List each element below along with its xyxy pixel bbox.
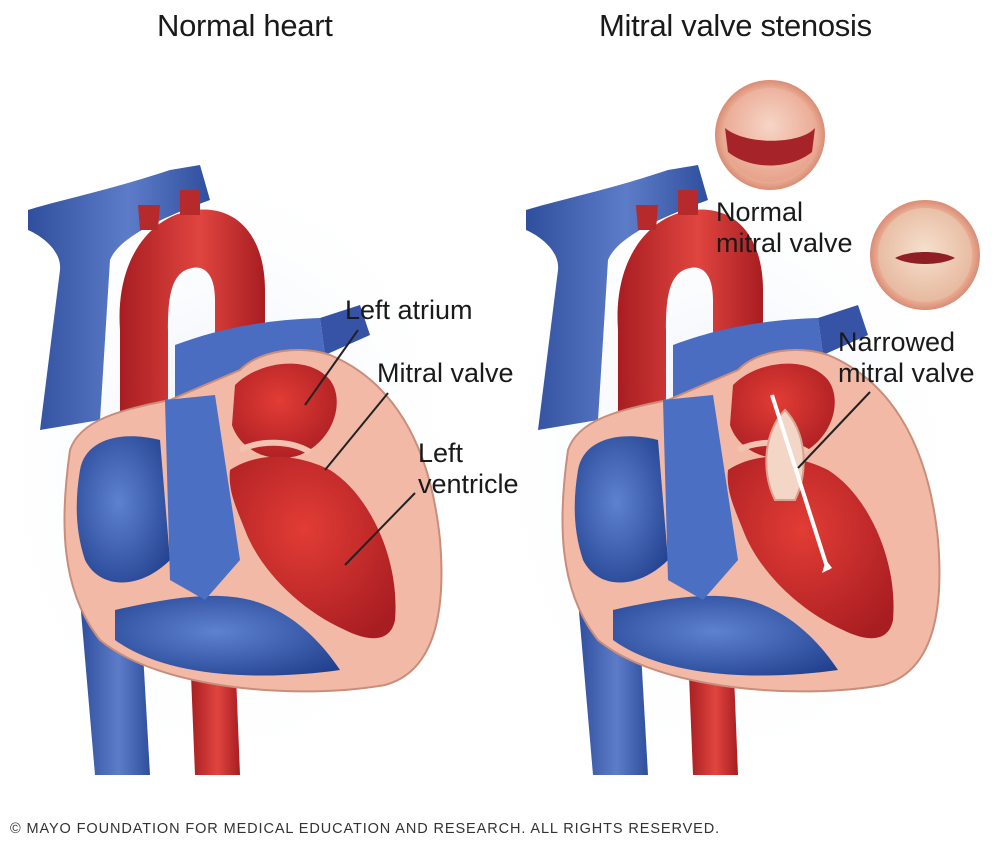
title-normal-heart: Normal heart	[157, 8, 333, 44]
label-left-atrium: Left atrium	[345, 295, 473, 326]
copyright-notice: © MAYO FOUNDATION FOR MEDICAL EDUCATION …	[10, 821, 720, 837]
narrowed-mitral-valve-inset	[870, 200, 980, 310]
label-mitral-valve: Mitral valve	[377, 358, 514, 389]
label-normal-mitral-valve: Normal mitral valve	[716, 197, 853, 259]
title-mitral-valve-stenosis: Mitral valve stenosis	[599, 8, 872, 44]
label-left-ventricle: Left ventricle	[418, 438, 519, 500]
normal-mitral-valve-inset	[715, 80, 825, 190]
label-narrowed-mitral-valve: Narrowed mitral valve	[838, 327, 975, 389]
